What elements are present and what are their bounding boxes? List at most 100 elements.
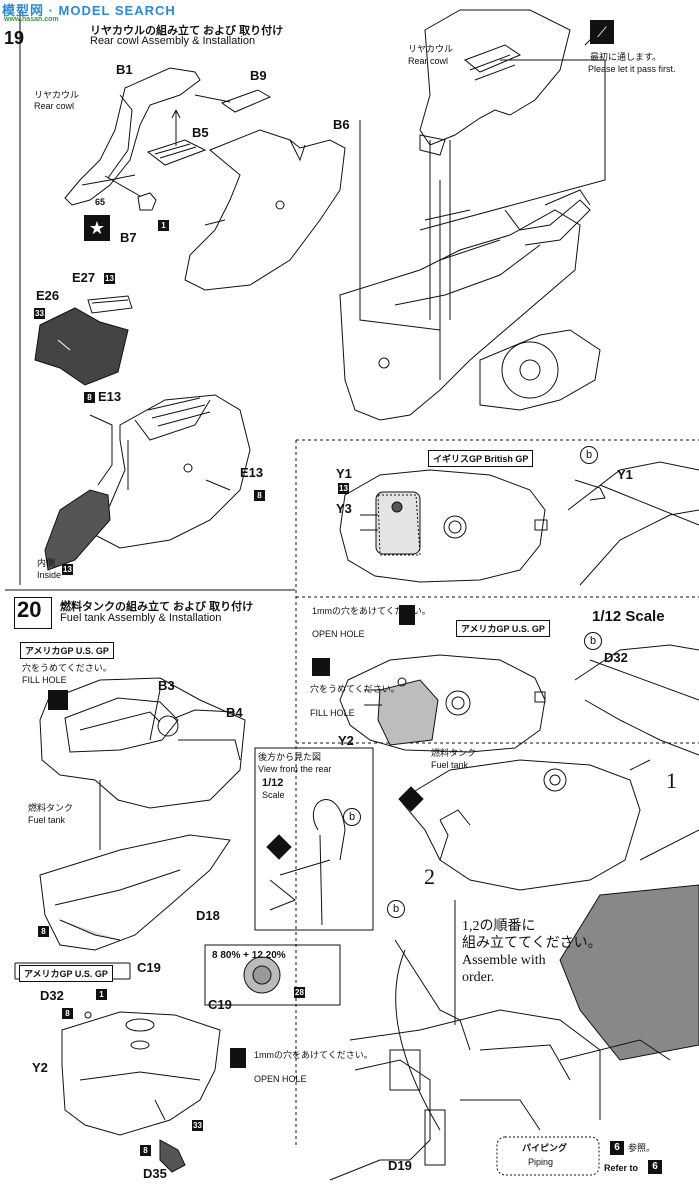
open-hole-jp-gp: 1mmの穴をあけてください。: [312, 606, 431, 616]
inside-label-jp: 内側: [37, 558, 56, 568]
rear-view-jp: 後方から見た図: [258, 752, 322, 762]
part-y2: Y2: [32, 1060, 48, 1075]
fuel-tank-label-en: Fuel tank: [28, 815, 66, 825]
rear-view-scale-label: Scale: [262, 790, 285, 800]
rear-view-scale: 1/12: [262, 777, 284, 789]
part-d19: D19: [388, 1158, 412, 1173]
ref-label-jp: 参照。: [628, 1143, 656, 1153]
paint-13-badge-b: 13: [62, 564, 73, 575]
paint-13-badge: 13: [104, 273, 115, 284]
step19-number: 19: [4, 28, 25, 48]
paint-8-d18: 8: [38, 926, 49, 937]
paint-28-badge: 28: [294, 987, 305, 998]
order-note-jp1: 1,2の順番に: [462, 919, 536, 934]
part-y3: Y3: [336, 501, 352, 516]
paint-mix-label: 8 80% + 12 20%: [212, 950, 286, 961]
part-b9: B9: [250, 68, 267, 83]
order-num-1: 1: [666, 768, 677, 793]
drill-icon-gp: [399, 605, 415, 625]
part-y1: Y1: [336, 466, 352, 481]
watermark-logo: 模型网 · MODEL SEARCH: [2, 3, 176, 18]
part-b5: B5: [192, 125, 209, 140]
paint-8-badge-b: 8: [254, 490, 265, 501]
fill-hole-en: FILL HOLE: [22, 675, 67, 685]
pass-through-icon: ⟋: [590, 20, 614, 44]
inside-label-en: Inside: [37, 570, 62, 580]
open-hole-en: OPEN HOLE: [254, 1074, 307, 1084]
part-e13-right: E13: [240, 465, 264, 480]
b-marker-british: b: [580, 446, 598, 464]
ref-num-badge-1: 6: [610, 1141, 624, 1155]
order-note-en2: order.: [462, 970, 495, 985]
part-b7: B7: [120, 230, 137, 245]
part-b6: B6: [333, 117, 350, 132]
order-note: 1,2の順番に 組み立ててください。 Assemble with order.: [462, 918, 602, 986]
fill-hole-jp: 穴をうめてください。: [22, 663, 112, 673]
part-b3: B3: [158, 678, 175, 693]
paint-8-badge: 8: [84, 392, 95, 403]
rear-view-en: View from the rear: [258, 764, 332, 774]
rear-cowl-label-jp: リヤカウル: [34, 90, 80, 100]
step20-title-jp: 燃料タンクの組み立て および 取り付け: [60, 601, 254, 613]
paint-33-d35: 33: [192, 1120, 203, 1131]
b-marker-install: b: [387, 900, 405, 918]
part-b4: B4: [226, 705, 243, 720]
part-e13-left: E13: [98, 389, 122, 404]
star-icon: ★: [84, 215, 110, 241]
part-y1-right: Y1: [617, 467, 633, 482]
ref-num-badge-2: 6: [648, 1160, 662, 1174]
scale-label: 1/12 Scale: [592, 608, 665, 625]
paint-1-d32: 1: [96, 989, 107, 1000]
piping-label-en: Piping: [528, 1157, 554, 1167]
order-note-en1: Assemble with: [462, 953, 546, 968]
paint-8-d35: 8: [140, 1145, 151, 1156]
order-note-jp2: 組み立ててください。: [462, 936, 602, 951]
step19-title-jp: リヤカウルの組み立て および 取り付け: [90, 25, 284, 37]
order-num-2: 2: [424, 864, 435, 889]
usgp-tab-2: アメリカGP U.S. GP: [19, 965, 113, 982]
piping-label-jp: パイピング: [522, 1143, 568, 1153]
paint-65: 65: [95, 197, 106, 207]
fill-hole-en-gp: FILL HOLE: [310, 708, 355, 718]
part-e27: E27: [72, 270, 96, 285]
part-d35: D35: [143, 1166, 167, 1181]
step20-box: [14, 597, 52, 629]
step20-title-en: Fuel tank Assembly & Installation: [60, 612, 222, 624]
part-d32: D32: [40, 988, 64, 1003]
rear-cowl-install-en: Rear cowl: [408, 56, 449, 66]
watermark-url: www.hasan.com: [4, 16, 59, 23]
paint-8-d32: 8: [62, 1008, 73, 1019]
fuel-tank-label-jp: 燃料タンク: [28, 803, 74, 813]
install-fuel-tank-en: Fuel tank: [431, 760, 469, 770]
rear-cowl-label-en: Rear cowl: [34, 101, 75, 111]
part-b1: B1: [116, 62, 133, 77]
rear-cowl-install-jp: リヤカウル: [408, 44, 454, 54]
ref-label-en: Refer to: [604, 1163, 639, 1173]
part-c19-top: C19: [137, 960, 161, 975]
b-marker-usgp: b: [584, 632, 602, 650]
install-fuel-tank-jp: 燃料タンク: [431, 748, 477, 758]
part-c19-bottom: C19: [208, 997, 232, 1012]
part-e26: E26: [36, 288, 60, 303]
british-gp-tab: イギリスGP British GP: [428, 450, 534, 467]
paint-13-gp: 13: [338, 483, 349, 494]
fill-hole-jp-gp: 穴をうめてください。: [310, 684, 400, 694]
step20-number: 20: [17, 597, 42, 622]
drill-icon: [230, 1048, 246, 1068]
open-hole-jp: 1mmの穴をあけてください。: [254, 1050, 373, 1060]
fill-icon: [48, 690, 68, 710]
fill-icon-gp: [312, 658, 330, 676]
paint-33-badge: 33: [34, 308, 45, 319]
step19-title-en: Rear cowl Assembly & Installation: [90, 35, 256, 47]
usgp-tab-gp: アメリカGP U.S. GP: [456, 620, 550, 637]
paint-1-badge: 1: [158, 220, 169, 231]
b-marker-rear: b: [343, 808, 361, 826]
pass-first-note-jp: 最初に通します。: [590, 52, 662, 62]
pass-first-note-en: Please let it pass first.: [588, 64, 676, 74]
usgp-tab: アメリカGP U.S. GP: [20, 642, 114, 659]
part-y2-gp: Y2: [338, 733, 354, 748]
open-hole-en-gp: OPEN HOLE: [312, 629, 365, 639]
part-d18: D18: [196, 908, 220, 923]
part-d32-gp: D32: [604, 650, 628, 665]
